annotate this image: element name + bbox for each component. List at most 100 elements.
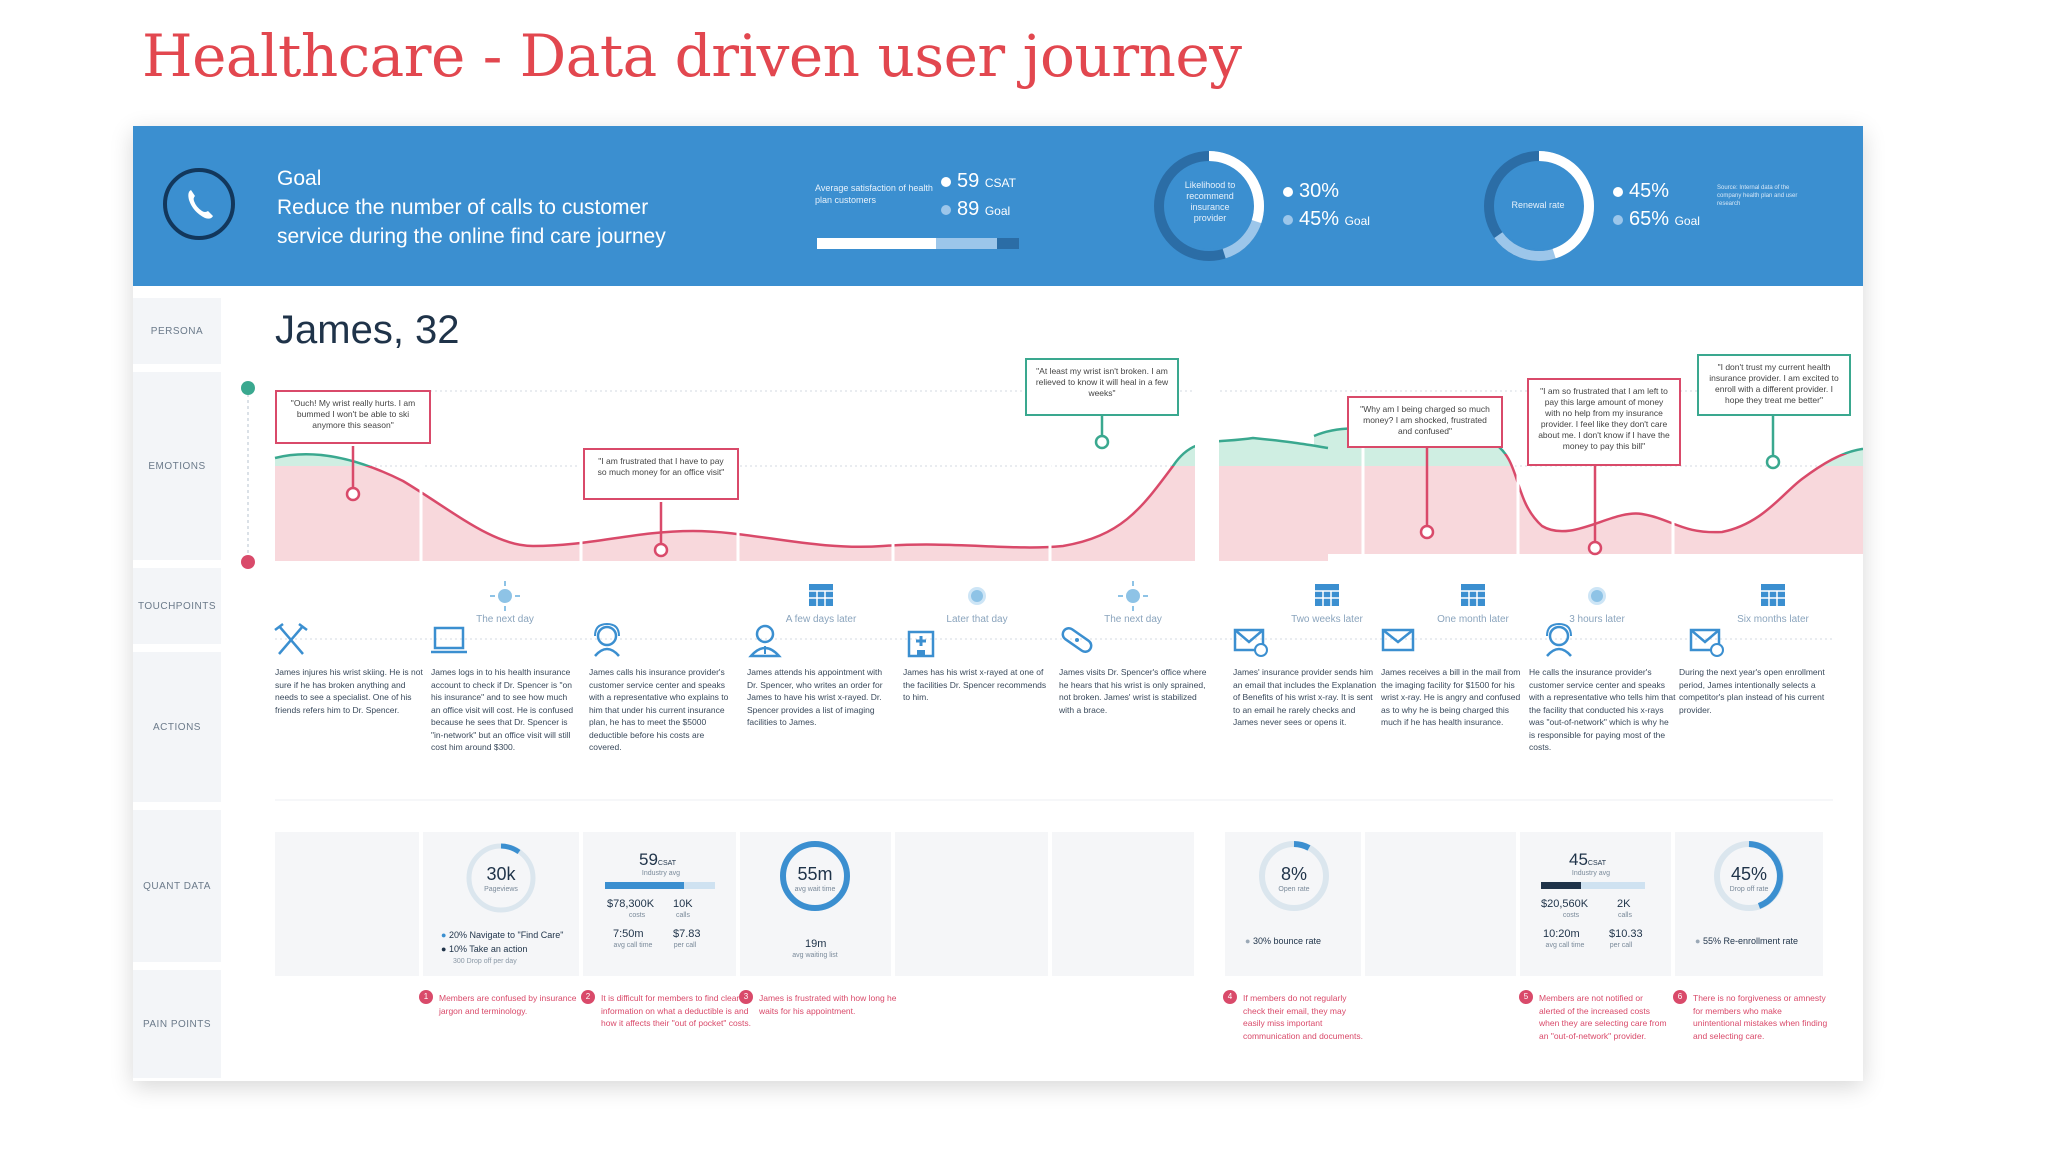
pageviews-line-2: ● 10% Take an action <box>441 944 528 954</box>
csat1-per: $7.83 <box>673 928 701 940</box>
emotion-point <box>345 486 361 502</box>
time-label: 3 hours later <box>1569 614 1625 625</box>
renewal-value: 45% <box>1613 180 1669 203</box>
quote-box: "Why am I being charged so much money? I… <box>1347 396 1503 448</box>
goal-banner: Goal Reduce the number of calls to custo… <box>133 126 1863 286</box>
phone-icon <box>163 168 235 240</box>
emotion-point <box>653 542 669 558</box>
csat2-per: $10.33 <box>1609 928 1643 940</box>
quant-lane <box>895 832 1048 976</box>
calendar-icon <box>1761 584 1785 606</box>
wait-line: 19m <box>805 938 827 950</box>
row-label-actions: ACTIONS <box>133 652 221 802</box>
action-text: James has his wrist x-rayed at one of th… <box>903 667 1047 702</box>
quote-box: "At least my wrist isn't broken. I am re… <box>1025 358 1179 416</box>
time-label: Six months later <box>1737 614 1809 625</box>
pain-point-number: 5 <box>1519 990 1533 1004</box>
calendar-icon <box>1315 584 1339 606</box>
email-icon <box>1233 628 1268 657</box>
pain-point-text: Members are not notified or alerted of t… <box>1539 993 1667 1041</box>
time-label: One month later <box>1437 614 1509 625</box>
emotion-point <box>1765 454 1781 470</box>
quant-lane <box>583 832 736 976</box>
emotion-point <box>1094 434 1110 450</box>
csat-value: 59 CSAT <box>941 170 1016 193</box>
pain-point-number: 1 <box>419 990 433 1004</box>
open-rate-ring <box>1259 841 1329 911</box>
csat2-time: 10:20m <box>1543 928 1580 940</box>
source-note: Source: Internal data of the company hea… <box>1717 185 1798 207</box>
csat2-per-label: per call <box>1609 942 1633 949</box>
csat-value-fill <box>817 238 937 249</box>
quant-lane <box>423 832 579 976</box>
csat2-calls-label: calls <box>1617 912 1632 919</box>
quant-lane <box>1675 832 1823 976</box>
likelihood-goal: 45% Goal <box>1283 208 1370 231</box>
quant-lane <box>275 832 419 976</box>
time-label: The next day <box>1104 614 1162 625</box>
pain-point-number: 2 <box>581 990 595 1004</box>
drop-off-label: Drop off rate <box>1729 886 1769 893</box>
csat-label: Average satisfaction of health plan cust… <box>815 183 933 205</box>
emotion-point <box>1419 524 1435 540</box>
wait-label: avg wait time <box>794 886 836 893</box>
emotion-point <box>1587 540 1603 556</box>
action-text: James attends his appointment with Dr. S… <box>747 667 883 727</box>
row-label-quant: QUANT DATA <box>133 810 221 962</box>
csat1-calls: 10K <box>673 898 693 910</box>
action-text: James receives a bill in the mail from t… <box>1381 667 1521 727</box>
wait-value: 55m <box>797 864 833 884</box>
bandage-icon <box>1061 627 1093 653</box>
sun-icon <box>1588 587 1606 605</box>
csat2-sub: Industry avg <box>1571 870 1611 877</box>
open-rate-label: Open rate <box>1278 886 1310 893</box>
csat1-time-label: avg call time <box>613 942 653 949</box>
csat1-sub: Industry avg <box>641 870 681 877</box>
positive-marker <box>241 381 255 395</box>
renewal-label: Renewal rate <box>1511 200 1565 210</box>
journey-board: Goal Reduce the number of calls to custo… <box>133 126 1863 1081</box>
pageviews-ring <box>466 843 536 913</box>
row-label-persona: PERSONA <box>133 298 221 364</box>
quant-lane <box>1052 832 1194 976</box>
quant-lane <box>740 832 891 976</box>
pain-point-text: James is frustrated with how long he wai… <box>759 993 897 1016</box>
sun-icon <box>968 587 986 605</box>
action-text: James visits Dr. Spencer's office where … <box>1059 667 1207 715</box>
pageviews-label: Pageviews <box>484 886 518 893</box>
open-rate-line: ● 30% bounce rate <box>1245 936 1322 946</box>
negative-marker <box>241 555 255 569</box>
goal-line-2: service during the online find care jour… <box>277 225 666 248</box>
likelihood-value: 30% <box>1283 180 1339 203</box>
doctor-icon <box>748 624 782 658</box>
csat1-cost: $78,300K <box>607 898 655 910</box>
wait-line-label: avg waiting list <box>792 952 838 959</box>
time-label: Later that day <box>946 614 1008 625</box>
pain-point-text: There is no forgiveness or amnesty for m… <box>1693 993 1828 1041</box>
calendar-icon <box>809 584 833 606</box>
quant-lane <box>1520 832 1671 976</box>
action-text: During the next year's open enrollment p… <box>1679 667 1825 715</box>
csat1-value: 59CSAT <box>639 850 677 869</box>
pain-point-text: Members are confused by insurance jargon… <box>439 993 577 1016</box>
likelihood-label: Likelihood to recommend insurance provid… <box>1184 180 1236 223</box>
calendar-icon <box>1461 584 1485 606</box>
headset-icon <box>594 622 620 657</box>
drop-off-ring <box>1714 841 1784 911</box>
csat1-cost-label: costs <box>628 912 646 919</box>
action-text: James injures his wrist skiing. He is no… <box>275 667 423 715</box>
csat2-cost-label: costs <box>1562 912 1580 919</box>
pageviews-line-1: ● 20% Navigate to "Find Care" <box>441 930 564 940</box>
csat1-per-label: per call <box>673 942 697 949</box>
pain-point-number: 4 <box>1223 990 1237 1004</box>
csat2-calls: 2K <box>1617 898 1631 910</box>
ski-icon <box>274 623 308 655</box>
drop-off-line: ● 55% Re-enrollment rate <box>1695 936 1798 946</box>
row-label-touchpoints: TOUCHPOINTS <box>133 568 221 644</box>
pageviews-value: 30k <box>486 864 516 884</box>
page-title: Healthcare - Data driven user journey <box>142 22 1242 90</box>
quant-lane <box>1365 832 1516 976</box>
csat2-time-label: avg call time <box>1545 942 1585 949</box>
quote-box: "I am so frustrated that I am left to pa… <box>1527 378 1681 466</box>
csat2-cost: $20,560K <box>1541 898 1589 910</box>
